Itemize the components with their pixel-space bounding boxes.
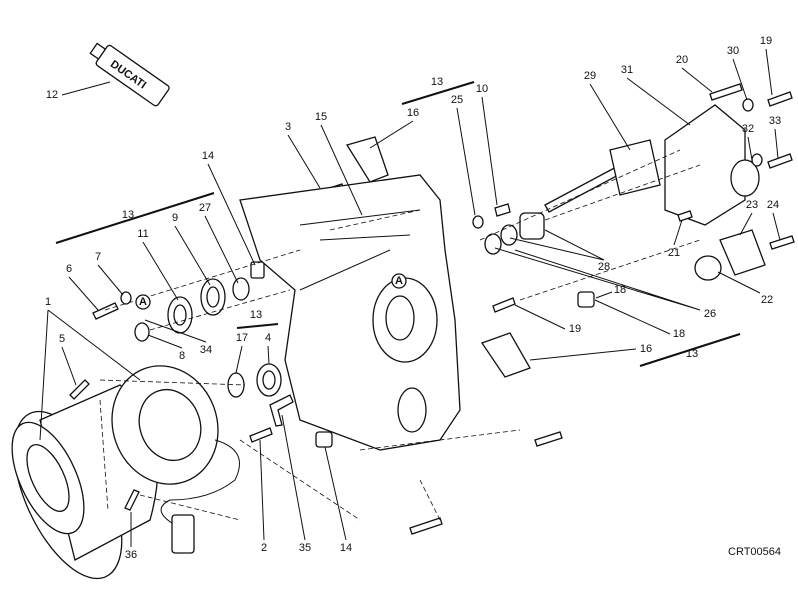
callout-18: 18 [614, 284, 626, 296]
marker-a-left-circle [135, 294, 151, 310]
marker-a-left: A [139, 296, 147, 308]
callout-28: 28 [598, 261, 610, 273]
callout-13: 13 [686, 348, 698, 360]
callout-32: 32 [742, 123, 754, 135]
callout-19: 19 [760, 35, 772, 47]
callout-1: 1 [45, 296, 51, 308]
callout-27: 27 [199, 202, 211, 214]
callout-21: 21 [668, 247, 680, 259]
callout-11: 11 [137, 228, 148, 240]
callout-35: 35 [299, 542, 311, 554]
callout-16: 16 [407, 107, 419, 119]
callout-16: 16 [640, 343, 652, 355]
callout-24: 24 [767, 199, 779, 211]
callout-3: 3 [285, 121, 291, 133]
callout-5: 5 [59, 333, 65, 345]
callout-34: 34 [200, 344, 212, 356]
callout-10: 10 [476, 83, 488, 95]
sealant-tube: DUCATI [89, 42, 170, 107]
callout-2: 2 [261, 542, 267, 554]
callout-13: 13 [122, 209, 134, 221]
drawing-code: CRT00564 [728, 546, 781, 558]
marker-a-right: A [395, 275, 403, 287]
callout-22: 22 [761, 294, 773, 306]
callout-14: 14 [202, 150, 214, 162]
alignment-lines [99, 149, 701, 521]
callout-36: 36 [125, 549, 137, 561]
callout-labels: 12 13 3 15 16 13 25 10 29 31 20 30 19 32… [45, 35, 781, 561]
callout-6: 6 [66, 263, 72, 275]
callout-4: 4 [265, 332, 271, 344]
callout-33: 33 [769, 115, 781, 127]
callout-25: 25 [451, 94, 463, 106]
parts: DUCATI [11, 42, 795, 580]
stator [111, 365, 240, 554]
callout-31: 31 [621, 64, 633, 76]
leader-lines [39, 48, 781, 547]
callout-14: 14 [340, 542, 352, 554]
generator-cover [239, 174, 461, 451]
marker-a-right-circle [391, 273, 407, 289]
callout-18: 18 [673, 328, 685, 340]
callout-7: 7 [95, 251, 101, 263]
callout-20: 20 [676, 54, 688, 66]
callout-9: 9 [172, 212, 178, 224]
callout-30: 30 [727, 45, 739, 57]
callout-26: 26 [704, 308, 716, 320]
callout-17: 17 [236, 332, 248, 344]
callout-29: 29 [584, 70, 596, 82]
callout-8: 8 [179, 350, 185, 362]
callout-13: 13 [431, 76, 443, 88]
callout-23: 23 [746, 199, 758, 211]
callout-12: 12 [46, 89, 58, 101]
callout-13: 13 [250, 309, 262, 321]
callout-15: 15 [315, 111, 327, 123]
callout-19: 19 [569, 323, 581, 335]
